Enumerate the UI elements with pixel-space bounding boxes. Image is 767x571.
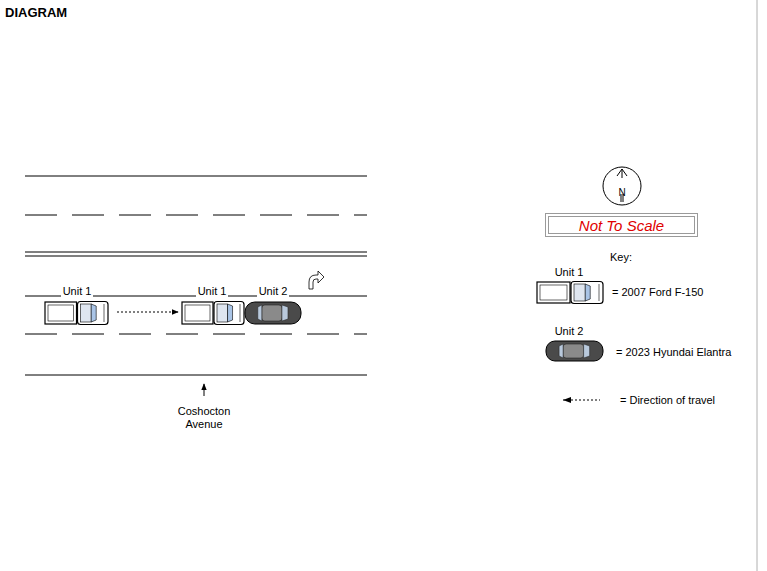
- car-body: [546, 341, 603, 361]
- north-label: N: [618, 187, 625, 198]
- legend-arrow-head: [563, 397, 571, 403]
- street-name: Coshocton Avenue: [172, 405, 236, 431]
- key-unit-label: Unit 2: [555, 325, 584, 338]
- lane-line: [25, 215, 367, 216]
- lane-line: [25, 334, 367, 335]
- car-rear-window: [258, 305, 262, 321]
- center-line: [25, 256, 367, 257]
- truck-windshield: [585, 284, 590, 301]
- compass-circle: [603, 167, 641, 205]
- road-edge: [25, 176, 367, 177]
- turn-arrow: [309, 271, 324, 289]
- unit-label: Unit 1: [196, 285, 229, 298]
- street-pointer: [204, 384, 205, 396]
- truck-cab: [78, 302, 109, 325]
- diagram-title: DIAGRAM: [5, 6, 67, 19]
- legend-text: = Direction of travel: [620, 394, 715, 407]
- truck-icon: [182, 302, 244, 325]
- truck-icon: [45, 302, 108, 325]
- legend-text: = 2007 Ford F-150: [612, 286, 703, 299]
- truck-windshield: [228, 304, 233, 322]
- key-unit-label: Unit 1: [555, 266, 584, 279]
- unit-label: Unit 1: [61, 285, 94, 298]
- page-border: [757, 0, 758, 571]
- legend-text: = 2023 Hyundai Elantra: [616, 346, 731, 359]
- scale-box: Not To Scale: [545, 213, 698, 237]
- unit-label: Unit 2: [257, 285, 290, 298]
- truck-hood: [599, 284, 600, 301]
- center-line: [25, 252, 367, 253]
- compass-node: N: [603, 167, 641, 205]
- truck-roof: [217, 304, 228, 322]
- truck-bed-inner: [540, 285, 567, 300]
- truck-bed-inner: [185, 305, 210, 321]
- truck-cab: [571, 282, 603, 304]
- scale-note: Not To Scale: [579, 217, 664, 234]
- truck-bed-inner: [48, 305, 74, 321]
- car-icon: [546, 341, 603, 361]
- car-body: [245, 302, 301, 324]
- car-icon: [245, 302, 301, 324]
- truck-hood: [240, 304, 241, 322]
- truck-bed: [182, 302, 213, 324]
- truck-bed: [45, 302, 77, 324]
- truck-roof: [574, 284, 585, 301]
- truck-cab: [214, 302, 244, 325]
- car-roof: [262, 305, 282, 321]
- key-heading: Key:: [610, 251, 632, 264]
- truck-icon: [537, 282, 603, 304]
- car-roof: [563, 344, 584, 358]
- truck-windshield: [91, 304, 96, 322]
- compass-arrow: [617, 169, 627, 178]
- travel-arrow: [117, 312, 178, 313]
- truck-hood: [104, 304, 105, 322]
- car-windshield: [282, 305, 288, 321]
- car-windshield: [584, 344, 590, 358]
- road-edge: [25, 375, 367, 376]
- car-rear-window: [559, 344, 563, 358]
- truck-roof: [81, 304, 92, 322]
- truck-bed: [537, 282, 570, 303]
